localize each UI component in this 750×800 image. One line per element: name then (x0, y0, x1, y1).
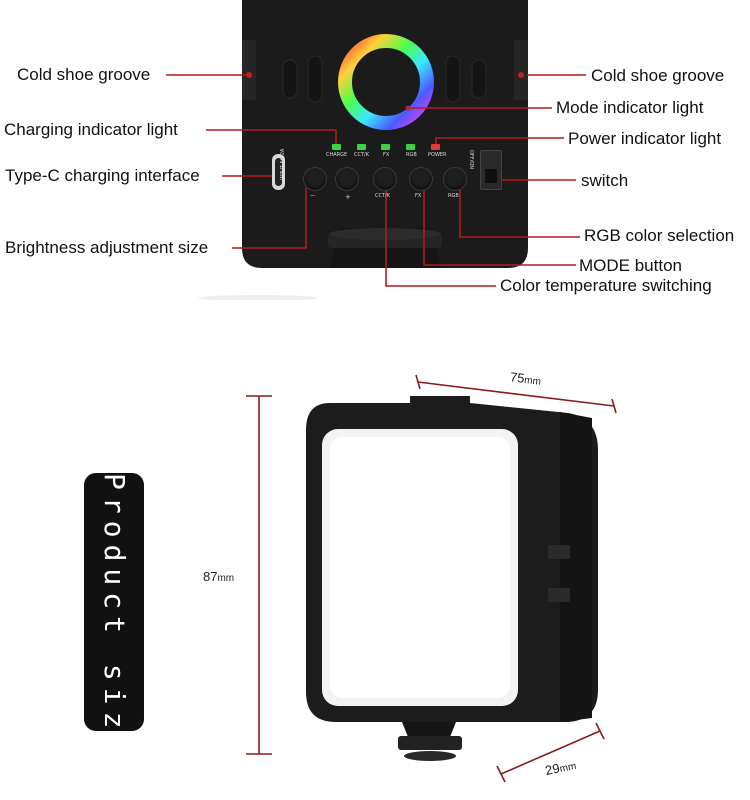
height-unit: mm (217, 573, 235, 584)
vent-slot (471, 59, 487, 99)
input-label: INPUT 5V/2A (280, 148, 286, 180)
charging-indicator-callout: Charging indicator light (4, 120, 178, 139)
color-temp-callout: Color temperature switching (500, 276, 712, 295)
rgb-mode-ring (338, 34, 434, 130)
vent-slot (282, 59, 298, 99)
power-switch[interactable] (480, 150, 502, 190)
fx-led-label: FX (383, 152, 390, 158)
brightness-minus-button[interactable] (303, 167, 327, 191)
minus-label: — (310, 193, 315, 199)
cct-led-label: CCT/K (354, 152, 369, 158)
cold-shoe-right-callout: Cold shoe groove (591, 66, 725, 85)
type-c-callout: Type-C charging interface (5, 166, 200, 185)
off-on-label: OFF/ON (468, 150, 474, 170)
rgb-selection-callout: RGB color selection (584, 226, 735, 245)
mode-button-callout: MODE button (579, 256, 682, 275)
brightness-plus-button[interactable] (335, 167, 359, 191)
charge-label: CHARGE (326, 152, 348, 158)
vent-slot (445, 55, 461, 103)
power-label: POWER (428, 152, 447, 158)
rgb-led-label: RGB (406, 152, 417, 158)
brightness-callout: Brightness adjustment size (5, 238, 209, 257)
control-panel-illustration (166, 0, 586, 300)
type-c-port[interactable] (272, 154, 285, 190)
power-led (431, 144, 440, 150)
light-product-illustration (246, 374, 617, 783)
cold-shoe-groove-right (514, 40, 528, 100)
fx-led (381, 144, 390, 150)
height-dimension: 87mm (203, 569, 234, 584)
fx-button[interactable] (409, 167, 433, 191)
product-size-title: Product size (98, 473, 131, 760)
height-value: 87 (203, 569, 218, 584)
rgb-button[interactable] (443, 167, 467, 191)
switch-callout: switch (581, 171, 629, 190)
vent-slot (307, 55, 323, 103)
cct-led (357, 144, 366, 150)
rgb-button-label: RGB (448, 193, 459, 199)
plus-label: + (345, 193, 351, 201)
cct-button[interactable] (373, 167, 397, 191)
product-size-badge: Product size (84, 473, 144, 760)
cct-button-label: CCT/K (375, 193, 390, 199)
power-indicator-callout: Power indicator light (568, 129, 722, 148)
cold-shoe-groove-left (242, 40, 256, 100)
rgb-led (406, 144, 415, 150)
cold-shoe-left-callout: Cold shoe groove (17, 65, 151, 84)
width-unit: mm (523, 374, 542, 388)
charge-led (332, 144, 341, 150)
fx-button-label: FX (415, 193, 422, 199)
mode-indicator-callout: Mode indicator light (556, 98, 704, 117)
